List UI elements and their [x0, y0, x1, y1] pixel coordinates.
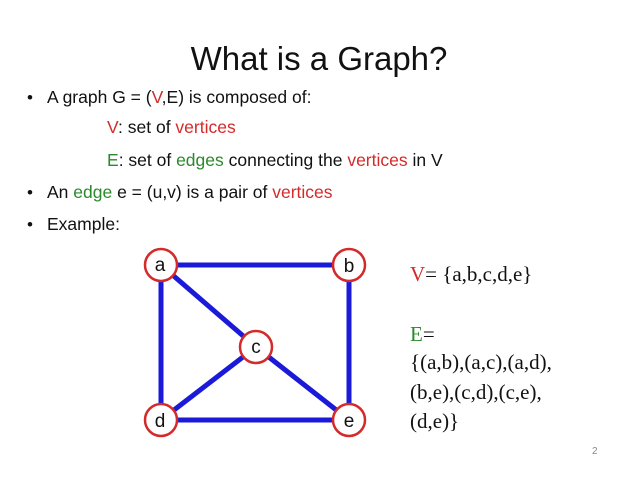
- vertex-term: V: [107, 117, 119, 137]
- vertex-term: V: [151, 87, 162, 107]
- edge-term: edges: [176, 150, 224, 170]
- text: : set of: [118, 150, 177, 170]
- edge-set-line-2: (b,e),(c,d),(c,e),: [410, 380, 542, 404]
- edge-term: E: [107, 150, 119, 170]
- bullet-edge-definition: An edge e = (u,v) is a pair of vertices: [47, 182, 333, 203]
- graph-nodes: [143, 247, 367, 438]
- text: ,E) is composed of:: [161, 87, 312, 107]
- edge-set-header: E=: [410, 322, 435, 347]
- vertex-set-label: V: [410, 262, 426, 286]
- edge-term: edge: [73, 182, 113, 202]
- node-label-a: a: [155, 255, 166, 276]
- vertex-term: vertices: [347, 150, 408, 170]
- edge-set-label: E: [410, 322, 423, 346]
- bullet-dot: •: [27, 183, 33, 202]
- slide-title: What is a Graph?: [190, 40, 448, 77]
- node-label-b: b: [344, 256, 355, 277]
- node-label-d: d: [155, 411, 166, 432]
- page-number: 2: [592, 446, 598, 457]
- text: : set of: [118, 117, 176, 137]
- node-label-c: c: [251, 337, 261, 358]
- node-d: [143, 402, 179, 438]
- node-a: [143, 247, 179, 283]
- text: connecting the: [223, 150, 348, 170]
- bullet-graph-definition: A graph G = (V,E) is composed of:: [47, 87, 311, 108]
- graph-edges: [158, 262, 352, 423]
- sub-item-vertices: V: set of vertices: [107, 117, 236, 138]
- node-label-e: e: [344, 411, 355, 432]
- text: in V: [407, 150, 443, 170]
- node-b: [331, 247, 367, 283]
- edge-c-e: [254, 345, 351, 422]
- vertex-term: vertices: [272, 182, 333, 202]
- edge-c-d: [159, 345, 258, 422]
- text: Example:: [47, 214, 120, 234]
- vertex-set-value: = {a,b,c,d,e}: [425, 262, 533, 286]
- bullet-dot: •: [27, 215, 33, 234]
- text: A graph G = (: [47, 87, 152, 107]
- node-c: [238, 329, 274, 365]
- vertex-term: vertices: [175, 117, 236, 137]
- text: An: [47, 182, 74, 202]
- text: e = (u,v) is a pair of: [112, 182, 273, 202]
- bullet-example: Example:: [47, 214, 120, 235]
- edge-set-eq: =: [422, 322, 435, 346]
- bullet-dot: •: [27, 88, 33, 107]
- sub-item-edges: E: set of edges connecting the vertices …: [107, 150, 443, 171]
- edge-set-line-3: (d,e)}: [410, 409, 460, 433]
- vertex-set: V= {a,b,c,d,e}: [410, 262, 532, 287]
- edge-set-line-1: {(a,b),(a,c),(a,d),: [410, 350, 552, 374]
- node-e: [331, 402, 367, 438]
- edge-a-c: [159, 263, 258, 349]
